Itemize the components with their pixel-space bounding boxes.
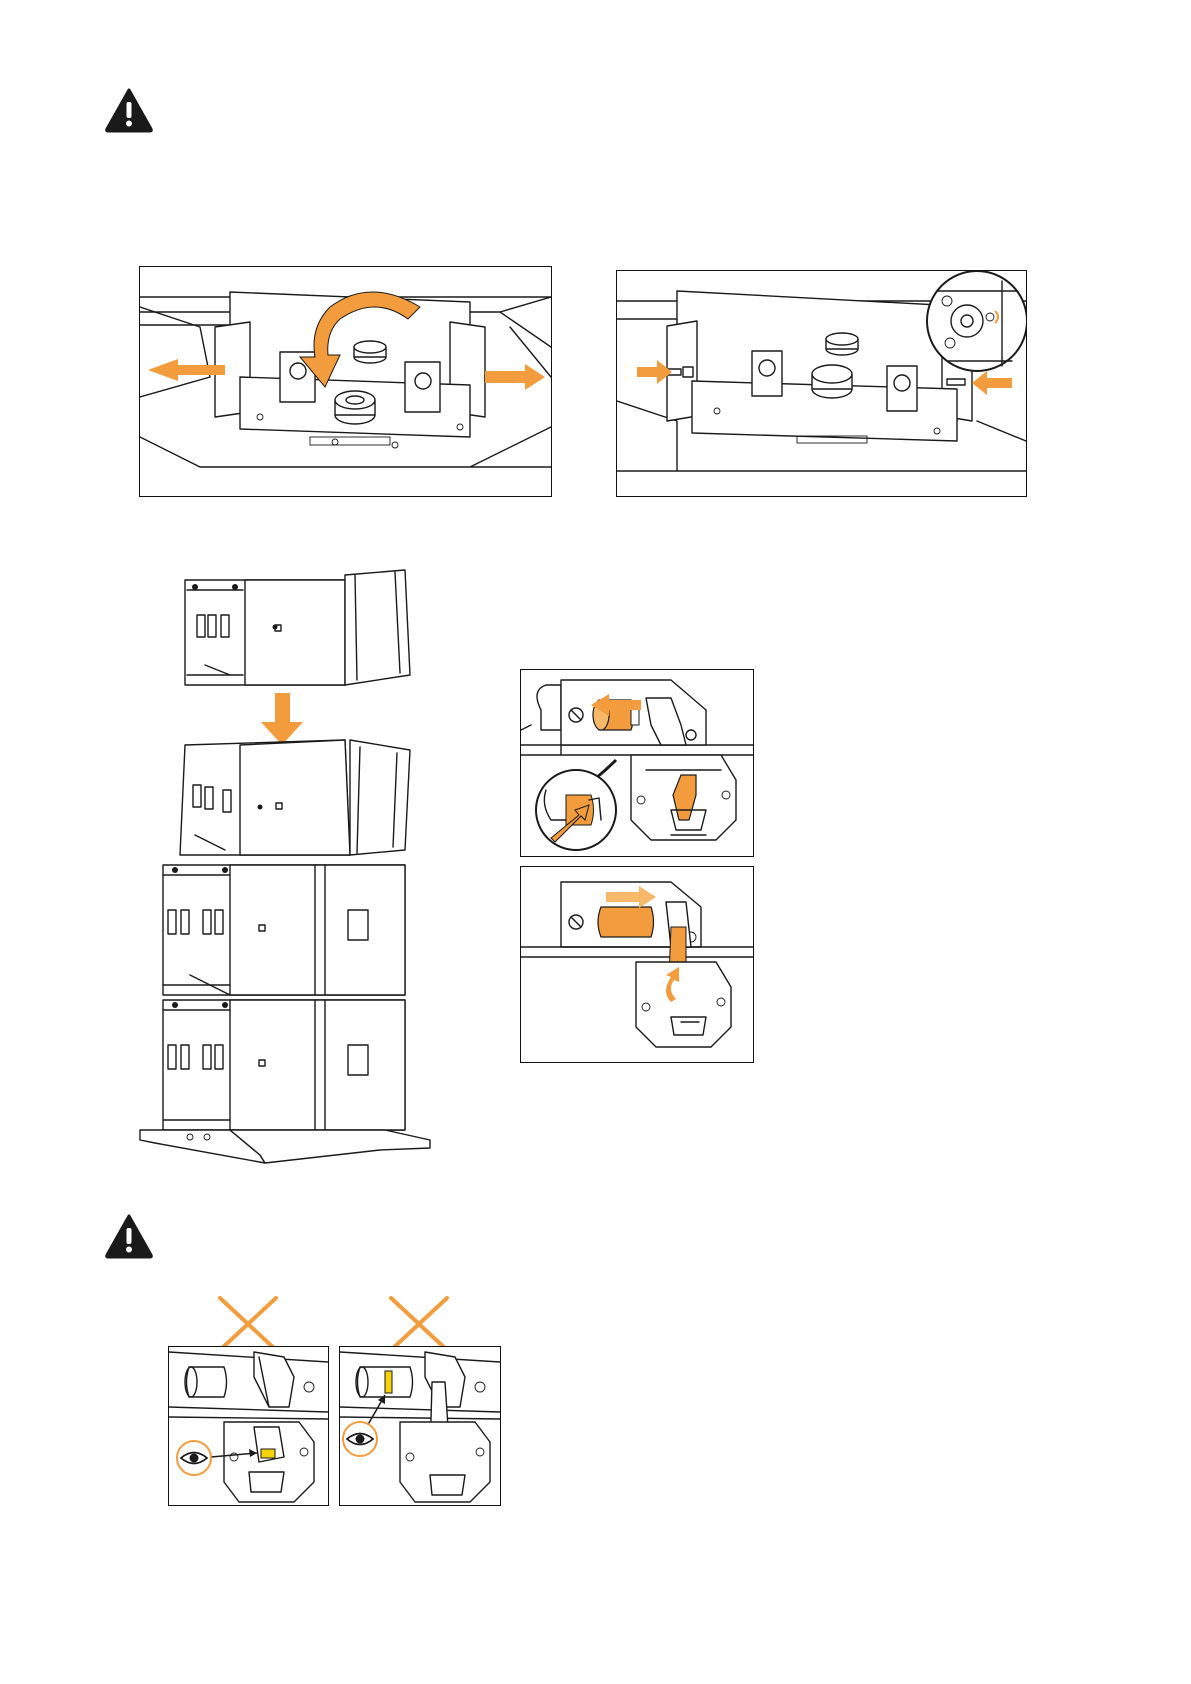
figure-cabinet-stacking [135,565,445,1170]
sub-cabinet-2 [163,1000,405,1130]
eye-icon [341,1420,379,1458]
eye-icon [175,1439,213,1477]
base-plate [140,1130,430,1163]
upper-cabinet [185,570,410,685]
second-cabinet [180,740,410,855]
sub-cabinet-1 [163,865,405,995]
cross-mark-icon [388,1295,450,1353]
cross-mark-icon [217,1295,279,1353]
figure-latch-wrong-1 [168,1346,329,1506]
figure-latch-close [520,866,754,1063]
figure-bracket-remove-pins [139,266,552,497]
figure-bracket-insert-pins [616,270,1027,497]
warning-triangle-icon [104,1213,154,1259]
figure-latch-open [520,669,754,857]
warning-triangle-icon [104,87,154,133]
